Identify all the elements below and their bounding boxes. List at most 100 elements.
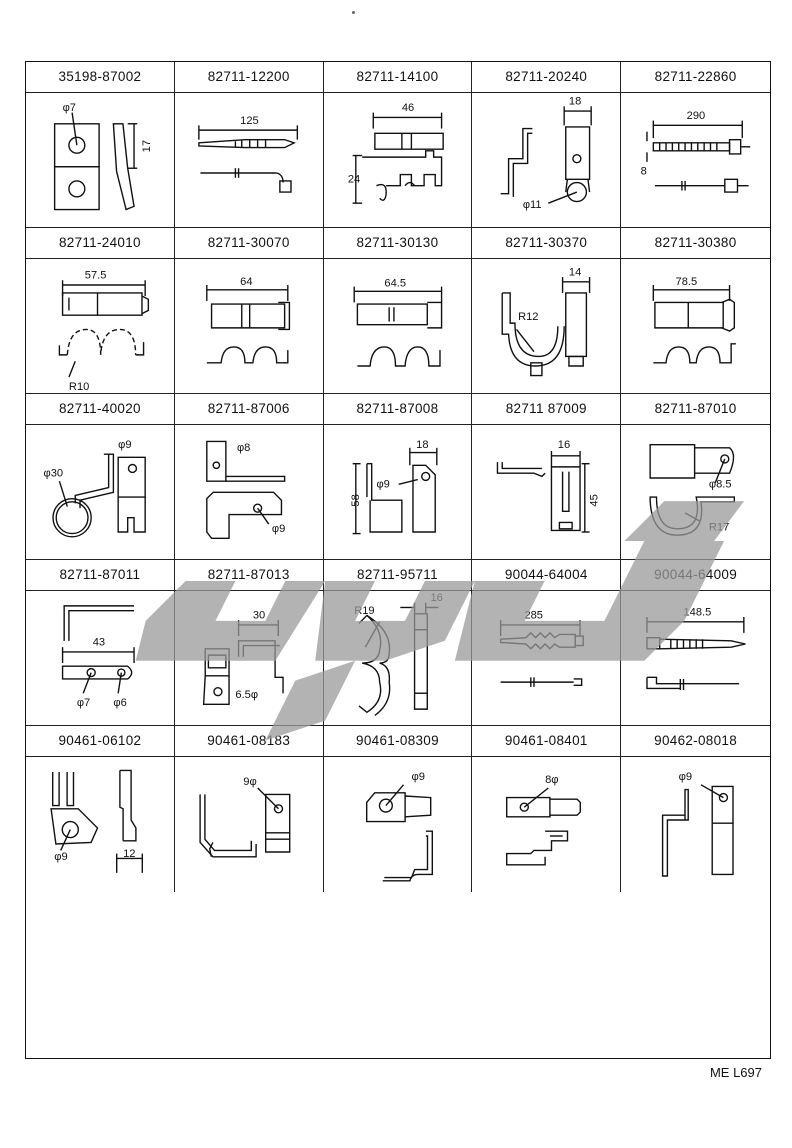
part-number: 35198-87002 [26, 62, 174, 93]
part-drawing: 64 [175, 276, 323, 393]
part-cell: 82711-30130 64.5 [323, 228, 473, 394]
part-drawing: φ8 φ9 [175, 424, 285, 559]
dim-label: 57.5 [85, 270, 107, 282]
dim-label: φ11 [523, 199, 542, 211]
dim-label: φ30 [44, 467, 64, 479]
part-cell: 82711-30380 78.5 [621, 228, 770, 394]
part-number: 82711-12200 [174, 62, 323, 93]
part-drawing: 125 [175, 115, 323, 227]
part-cell: 82711-12200 125 [174, 62, 324, 228]
part-number: 82711-30370 [472, 228, 621, 259]
part-cell: 90461-08309 φ9 [323, 726, 473, 892]
part-cell: 90461-08401 8φ [472, 726, 622, 892]
dim-label: 8φ [545, 774, 558, 786]
dim-label: 18 [416, 439, 428, 451]
part-cell: 82711 87009 16 45 [472, 394, 622, 560]
part-cell: 82711-95711 R19 16 [323, 560, 473, 726]
reference-code: ME L697 [709, 1065, 762, 1080]
dim-label: 125 [240, 115, 259, 127]
dim-label: 285 [525, 610, 544, 622]
dim-label: 58 [350, 494, 362, 506]
part-cell: 82711-87006 φ8 φ9 [174, 394, 324, 560]
part-drawing: R19 16 [354, 592, 442, 725]
part-cell: 82711-87010 φ8.5 R17 [621, 394, 770, 560]
dim-label: 148.5 [684, 606, 712, 618]
dim-label: φ9 [376, 479, 389, 491]
dim-label: φ7 [77, 697, 90, 709]
part-cell: 90461-06102 φ9 12 [26, 726, 175, 892]
part-drawing: φ9 [621, 771, 770, 892]
part-number: 82711-40020 [26, 394, 174, 425]
part-number: 82711-30380 [621, 228, 770, 259]
part-drawing: 8φ [472, 774, 620, 892]
part-cell: 90461-08183 9φ [174, 726, 324, 892]
dim-label: R10 [69, 381, 89, 393]
dim-label: 14 [569, 266, 581, 278]
part-number: 82711-87006 [174, 394, 323, 425]
dim-label: φ8 [237, 442, 250, 454]
dim-label: R12 [518, 311, 538, 323]
part-cell: 82711-14100 46 24 [323, 62, 473, 228]
part-number: 82711-30130 [323, 228, 472, 259]
part-drawing: 290 8 [641, 110, 770, 227]
dim-label: φ9 [54, 851, 67, 863]
dim-label: 64.5 [384, 278, 406, 290]
part-number: 82711 87009 [472, 394, 621, 425]
part-number: 82711-87011 [26, 560, 174, 591]
part-cell: 82711-40020 φ9 φ30 [26, 394, 175, 560]
part-drawing: 46 24 [347, 102, 472, 227]
part-cell: 82711-87008 φ9 18 58 [323, 394, 473, 560]
part-cell: 90462-08018 φ9 [621, 726, 770, 892]
dim-label: 45 [589, 494, 601, 506]
part-drawing: 43 φ7 φ6 [26, 590, 174, 709]
part-drawing: R12 14 [472, 266, 620, 393]
part-cell: 82711-30070 64 [174, 228, 324, 394]
part-number: 82711-14100 [323, 62, 472, 93]
dim-label: 16 [430, 592, 442, 604]
part-number: 82711-22860 [621, 62, 770, 93]
part-drawing: 30 6.5φ [175, 610, 323, 725]
dim-label: φ9 [411, 771, 424, 783]
part-drawing: φ9 18 58 [350, 439, 472, 559]
part-number: 90462-08018 [621, 726, 770, 757]
dim-label: φ6 [113, 697, 126, 709]
part-drawing: 148.5 [621, 606, 770, 725]
part-drawing: φ9 φ30 [44, 439, 174, 559]
dim-label: 64 [240, 276, 252, 288]
part-drawing: 9φ [175, 776, 323, 892]
dim-label: R19 [354, 605, 374, 617]
part-cell: 35198-87002 φ7 17 [26, 62, 175, 228]
dim-label: 30 [253, 610, 265, 622]
part-drawing: 285 [472, 610, 620, 725]
part-drawing: φ7 17 [26, 102, 153, 227]
part-cell: 82711-87013 30 6.5φ [174, 560, 324, 726]
dim-label: 16 [558, 439, 570, 451]
part-cell: 82711-87011 43 φ7 φ6 [26, 560, 175, 726]
part-cell: 90044-64004 285 [472, 560, 622, 726]
parts-sheet: 35198-87002 φ7 17 82711-12200 125 [25, 61, 771, 1080]
part-cell: 82711-20240 18 φ11 [472, 62, 622, 228]
part-number: 82711-95711 [323, 560, 472, 591]
dim-label: 6.5φ [235, 689, 258, 701]
part-drawing: 78.5 [621, 276, 770, 393]
dim-label: φ9 [679, 771, 692, 783]
part-drawing: φ9 12 [26, 756, 174, 892]
part-number: 90044-64004 [472, 560, 621, 591]
part-drawing: φ8.5 R17 [621, 424, 770, 559]
parts-grid: 35198-87002 φ7 17 82711-12200 125 [26, 62, 770, 1058]
dim-label: φ9 [272, 523, 285, 535]
part-drawing: φ9 [324, 771, 472, 892]
dim-label: φ9 [118, 439, 131, 451]
part-cell: 82711-22860 290 8 [621, 62, 770, 228]
part-number: 90461-06102 [26, 726, 174, 757]
dim-label: 43 [93, 637, 105, 649]
part-drawing: 57.5 R10 [26, 270, 174, 393]
dim-label: φ7 [63, 102, 76, 114]
part-number: 90461-08401 [472, 726, 621, 757]
part-number: 90461-08309 [323, 726, 472, 757]
part-cell: 82711-30370 R12 14 [472, 228, 622, 394]
part-drawing: 18 φ11 [472, 96, 620, 211]
dim-label: 18 [569, 96, 581, 108]
part-number: 82711-20240 [472, 62, 621, 93]
dim-label: 12 [123, 848, 135, 860]
